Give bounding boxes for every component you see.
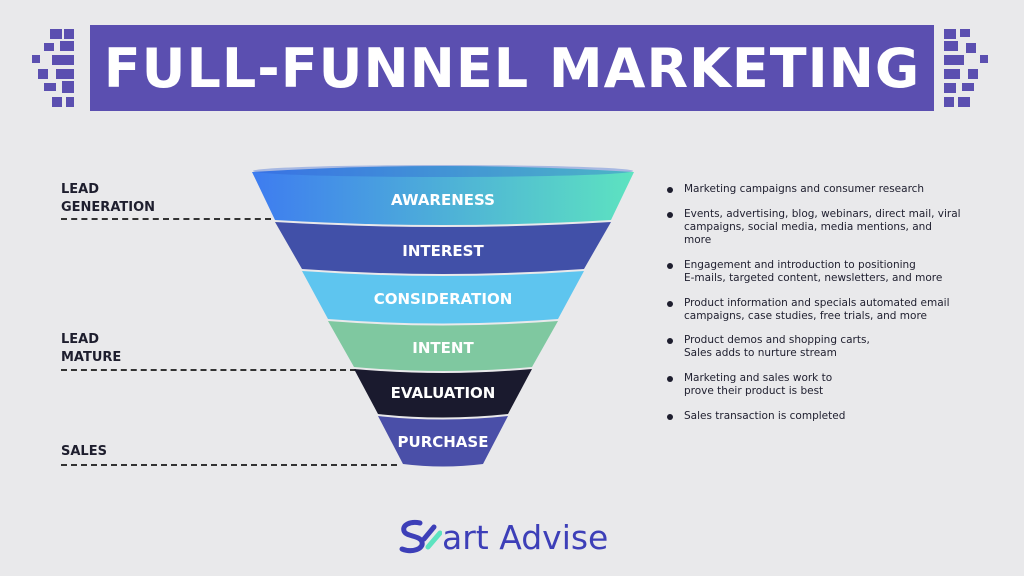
funnel-segment-awareness [252, 166, 634, 225]
bullet-text: Events, advertising, blog, webinars, dir… [684, 208, 961, 246]
bullet-text: Marketing and sales work to prove their … [684, 372, 833, 397]
bullet-text: Sales transaction is completed [684, 410, 846, 422]
pixel-decoration-right [944, 25, 994, 111]
funnel-label-interest: INTEREST [402, 242, 484, 260]
stage-label-lead-generation: LEAD GENERATION [61, 182, 156, 215]
leader-line-lead-generation [61, 218, 271, 220]
list-item: Marketing campaigns and consumer researc… [667, 183, 984, 196]
bullet-text: Engagement and introduction to positioni… [684, 259, 943, 284]
list-item: Sales transaction is completed [667, 410, 984, 423]
page-title: FULL-FUNNEL MARKETING [103, 36, 921, 100]
logo-text: art Advise [442, 517, 609, 557]
list-item: Marketing and sales work to prove their … [667, 372, 984, 398]
bullet-text: Product demos and shopping carts, Sales … [684, 334, 870, 359]
list-item: Engagement and introduction to positioni… [667, 259, 984, 285]
funnel-label-purchase: PURCHASE [398, 433, 489, 451]
list-item: Product information and specials automat… [667, 297, 984, 323]
stage-label-lead-mature: LEAD MATURE [61, 332, 122, 365]
bullet-text: Product information and specials automat… [684, 297, 950, 322]
leader-line-sales [61, 464, 397, 466]
pixel-decoration-left [30, 25, 80, 111]
leader-line-lead-mature [61, 369, 356, 371]
bullet-text: Marketing campaigns and consumer researc… [684, 183, 925, 195]
list-item: Events, advertising, blog, webinars, dir… [667, 208, 984, 247]
funnel-segment-intent [328, 321, 558, 371]
funnel-label-evaluation: EVALUATION [391, 384, 496, 402]
list-item: Product demos and shopping carts, Sales … [667, 334, 984, 360]
logo-s-mark-icon [399, 520, 442, 554]
funnel-segment-consideration [302, 271, 584, 324]
funnel-segment-interest [275, 222, 611, 274]
stage-label-sales: SALES [61, 444, 107, 459]
funnel-segment-purchase [378, 416, 508, 467]
funnel-label-consideration: CONSIDERATION [374, 290, 513, 308]
funnel-label-awareness: AWARENESS [391, 191, 495, 209]
brand-logo: art Advise [398, 515, 608, 559]
funnel-label-intent: INTENT [412, 339, 474, 357]
title-banner: FULL-FUNNEL MARKETING [90, 25, 934, 111]
funnel-segment-evaluation [354, 369, 532, 418]
